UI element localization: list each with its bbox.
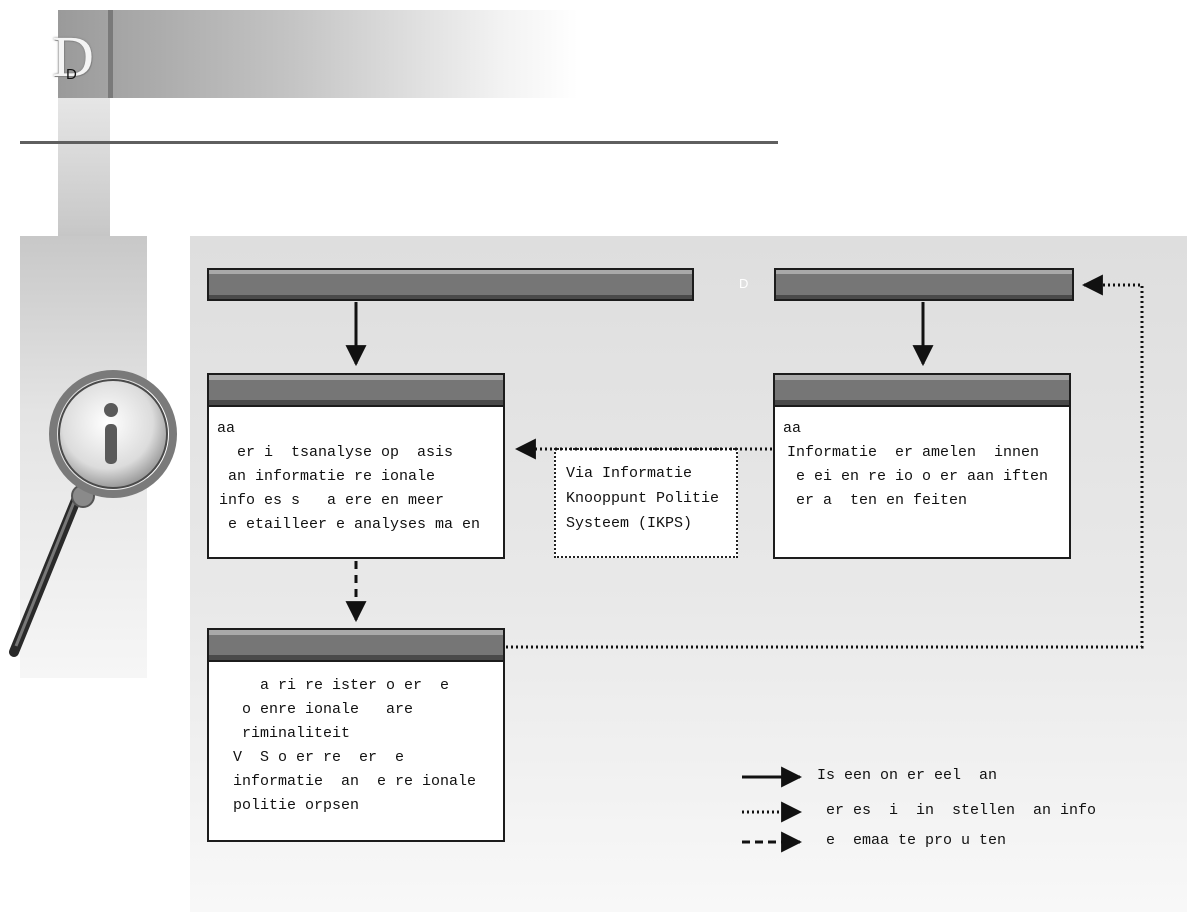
box-line: V S o er re er e [233, 749, 405, 766]
note-line: Via Informatie [566, 465, 693, 482]
box-information-collection: aa Informatie er amelen innen e ei en re… [773, 373, 1071, 559]
box-line: politie orpsen [233, 797, 360, 814]
arrow-feedback-loop [506, 274, 1144, 649]
via-ikps-note: Via Informatie Knooppunt Politie Systeem… [554, 448, 738, 558]
box-line: informatie an e re ionale [233, 773, 477, 790]
box-line: e ei en re io o er aan iften [787, 468, 1049, 485]
box-header [209, 630, 503, 662]
box-header [775, 375, 1069, 407]
legend-label-dotted: er es i in stellen an info [817, 802, 1097, 819]
source-bar-left [207, 268, 694, 301]
box-line: Informatie er amelen innen [787, 444, 1040, 461]
magnifier-info-icon [9, 370, 177, 657]
chapter-initial-small: D [66, 66, 77, 83]
box-line: o enre ionale are [233, 701, 414, 718]
chapter-initial: D [52, 24, 94, 89]
legend-label-dashed: e emaa te pro u ten [817, 832, 1007, 849]
legend-label-solid: Is een on er eel an [817, 767, 998, 784]
note-line: Systeem (IKPS) [566, 515, 693, 532]
box-crime-register: a ri re ister o er e o enre ionale are r… [207, 628, 505, 842]
source-bar-right [774, 268, 1074, 301]
box-header [209, 375, 503, 407]
note-line: Knooppunt Politie [566, 490, 720, 507]
box-line: info es s a ere en meer [219, 492, 445, 509]
box-regional-analysis: aa er i tsanalyse op asis an informatie … [207, 373, 505, 559]
box-line: aa [217, 420, 236, 437]
header-rule [20, 141, 778, 144]
box-line: a ri re ister o er e [233, 677, 450, 694]
box-line: an informatie re ionale [219, 468, 436, 485]
header-band [58, 10, 578, 98]
bar-caption: D [739, 276, 749, 291]
box-line: aa [783, 420, 802, 437]
box-line: riminaliteit [233, 725, 351, 742]
box-line: er i tsanalyse op asis [219, 444, 454, 461]
header-divider-tick [108, 10, 113, 98]
box-line: e etailleer e analyses ma en [219, 516, 481, 533]
box-line: er a ten en feiten [787, 492, 968, 509]
